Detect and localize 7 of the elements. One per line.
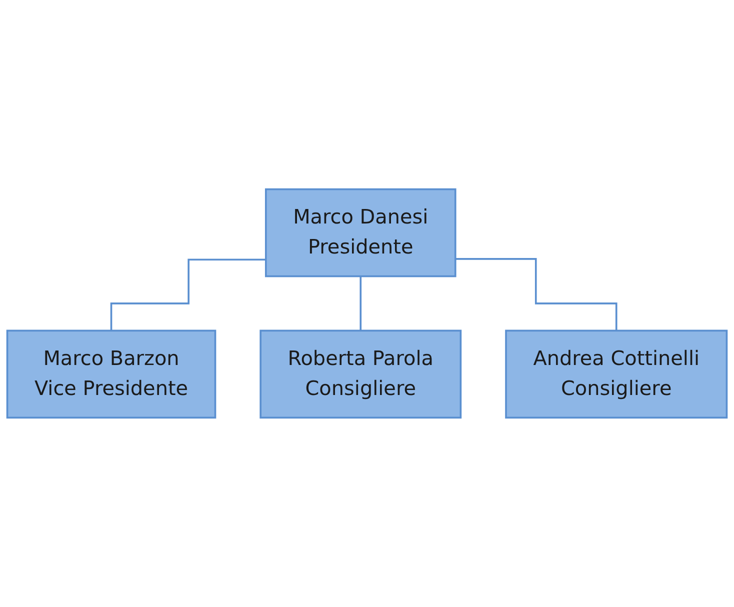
connector [110,258,266,332]
node-box: Marco Barzon Vice Presidente [6,330,216,419]
connector [455,258,618,332]
node-box: Roberta Parola Consigliere [260,330,462,419]
node-box: Marco Danesi Presidente [264,188,456,278]
node-box: Andrea Cottinelli Consigliere [505,330,728,419]
connector [360,275,362,332]
